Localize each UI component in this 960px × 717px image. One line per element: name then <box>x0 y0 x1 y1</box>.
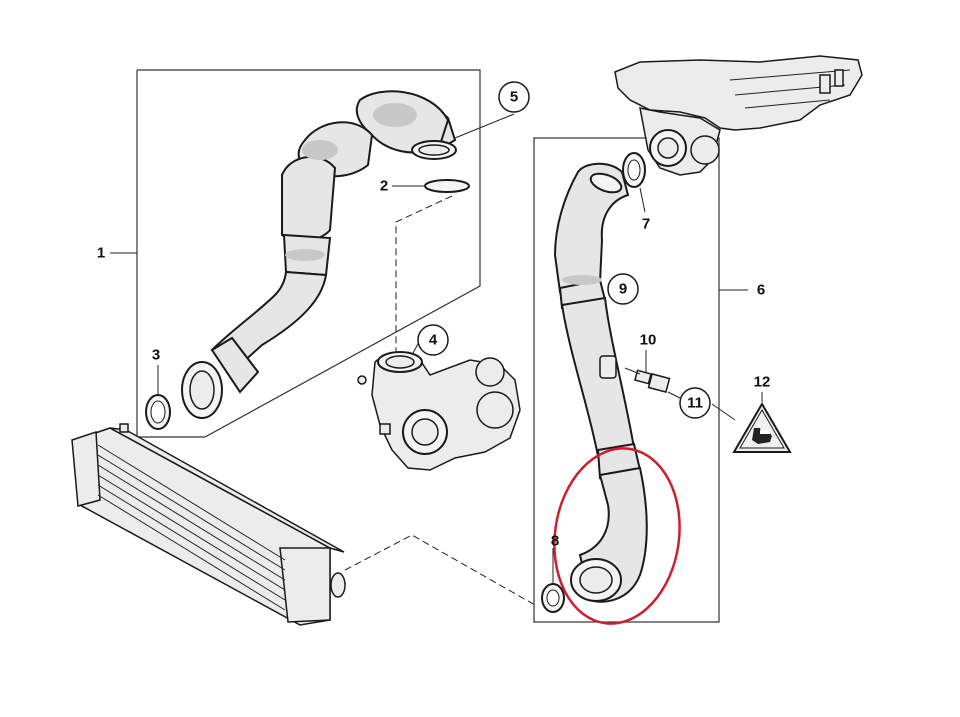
callout-11: 11 <box>687 395 703 412</box>
callout-9: 9 <box>619 281 627 298</box>
highlight-circle <box>553 447 681 625</box>
pressure-sensor <box>624 367 671 394</box>
callout-2: 2 <box>380 178 388 195</box>
callout-9-circle <box>607 273 639 305</box>
dashed-link-intercooler <box>344 534 536 606</box>
warning-triangle <box>732 402 792 453</box>
callout-1: 1 <box>97 245 105 262</box>
hand-in-triangle-icon <box>752 428 772 444</box>
callout-10: 10 <box>640 332 657 349</box>
group-frame-left <box>136 69 481 438</box>
turbocharger <box>357 351 521 471</box>
pressure-pipe-left <box>210 90 457 394</box>
callout-5: 5 <box>510 89 518 106</box>
callout-4: 4 <box>429 332 438 349</box>
callout-12: 12 <box>754 374 771 391</box>
intake-manifold <box>614 55 863 176</box>
callout-8: 8 <box>551 533 559 550</box>
pressure-pipe-right <box>553 162 648 603</box>
hose-clamp <box>181 361 223 419</box>
dashed-link-turbo <box>395 195 453 352</box>
callout-7: 7 <box>642 216 650 233</box>
callout-3: 3 <box>152 347 160 364</box>
callout-4-circle <box>417 324 449 356</box>
part-2-gasket <box>424 179 470 193</box>
callout-5-circle <box>498 81 530 113</box>
callout-11-circle <box>679 387 711 419</box>
intercooler <box>71 423 346 626</box>
callout-6: 6 <box>757 282 765 299</box>
